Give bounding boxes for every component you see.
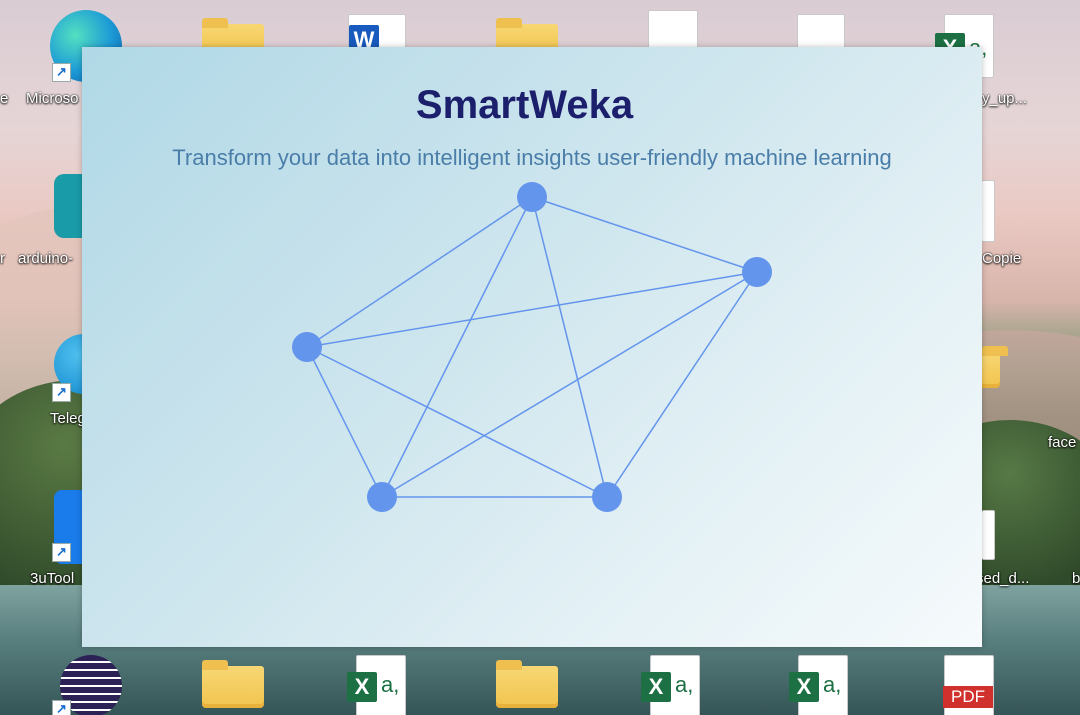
graph-edge xyxy=(531,196,608,498)
pdf-file-icon[interactable]: PDF xyxy=(943,655,994,715)
word-folder-icon[interactable] xyxy=(202,660,264,708)
desktop-label-edge[interactable]: Microso xyxy=(26,90,79,107)
shortcut-arrow-icon: ↗ xyxy=(52,543,71,562)
desktop-label-arduino[interactable]: arduino- xyxy=(18,250,74,267)
excel-file-icon[interactable]: X a, xyxy=(347,655,406,715)
desktop-label-telegram[interactable]: Teleg xyxy=(50,410,86,427)
graph-node xyxy=(592,482,622,512)
excel-file-icon[interactable] xyxy=(982,510,995,560)
graph-node xyxy=(367,482,397,512)
excel-a-icon: a, xyxy=(381,672,400,697)
excel-file-icon[interactable]: X a, xyxy=(641,655,700,715)
excel-badge-icon: X xyxy=(641,672,671,702)
excel-badge-icon: X xyxy=(347,672,377,702)
desktop-label-b[interactable]: b xyxy=(1072,570,1080,587)
desktop-label-edge-left: e xyxy=(0,90,9,107)
desktop-label-face[interactable]: face xyxy=(1048,434,1077,451)
app-subtitle: Transform your data into intelligent ins… xyxy=(172,145,892,170)
pdf-badge-icon: PDF xyxy=(943,686,993,708)
desktop-label-used[interactable]: sed_d... xyxy=(976,570,1030,587)
desktop-label-3utools[interactable]: 3uTool xyxy=(30,570,75,587)
shortcut-arrow-icon: ↗ xyxy=(52,63,71,82)
folder-icon[interactable] xyxy=(496,660,558,708)
graph-edge xyxy=(306,196,533,348)
app-title: SmartWeka xyxy=(415,83,634,127)
desktop-label-arduino-left: r xyxy=(0,250,5,267)
document-preview-icon[interactable] xyxy=(648,10,698,54)
graph-edge xyxy=(306,271,758,348)
excel-a-icon: a, xyxy=(675,672,694,697)
network-graph xyxy=(292,182,772,512)
arduino-icon[interactable] xyxy=(54,174,84,238)
excel-file-icon[interactable]: X a, xyxy=(789,655,848,715)
graph-edge xyxy=(381,196,533,498)
graph-edge xyxy=(606,271,758,498)
graph-node xyxy=(292,332,322,362)
desktop-label-excel[interactable]: y_up... xyxy=(982,90,1028,107)
shortcut-arrow-icon: ↗ xyxy=(52,700,71,715)
graph-node xyxy=(517,182,547,212)
graph-edge xyxy=(531,196,758,273)
excel-badge-icon: X xyxy=(789,672,819,702)
smartweka-splash-window[interactable]: SmartWeka Transform your data into intel… xyxy=(82,47,982,647)
folder-icon[interactable] xyxy=(982,346,1008,388)
vscode-file-icon[interactable] xyxy=(982,180,995,242)
shortcut-arrow-icon: ↗ xyxy=(52,383,71,402)
graph-edge xyxy=(306,346,383,498)
graph-node xyxy=(742,257,772,287)
excel-a-icon: a, xyxy=(823,672,842,697)
desktop-label-copie[interactable]: Copie xyxy=(982,250,1022,267)
graph-edge xyxy=(381,271,758,498)
graph-edge xyxy=(306,346,608,498)
